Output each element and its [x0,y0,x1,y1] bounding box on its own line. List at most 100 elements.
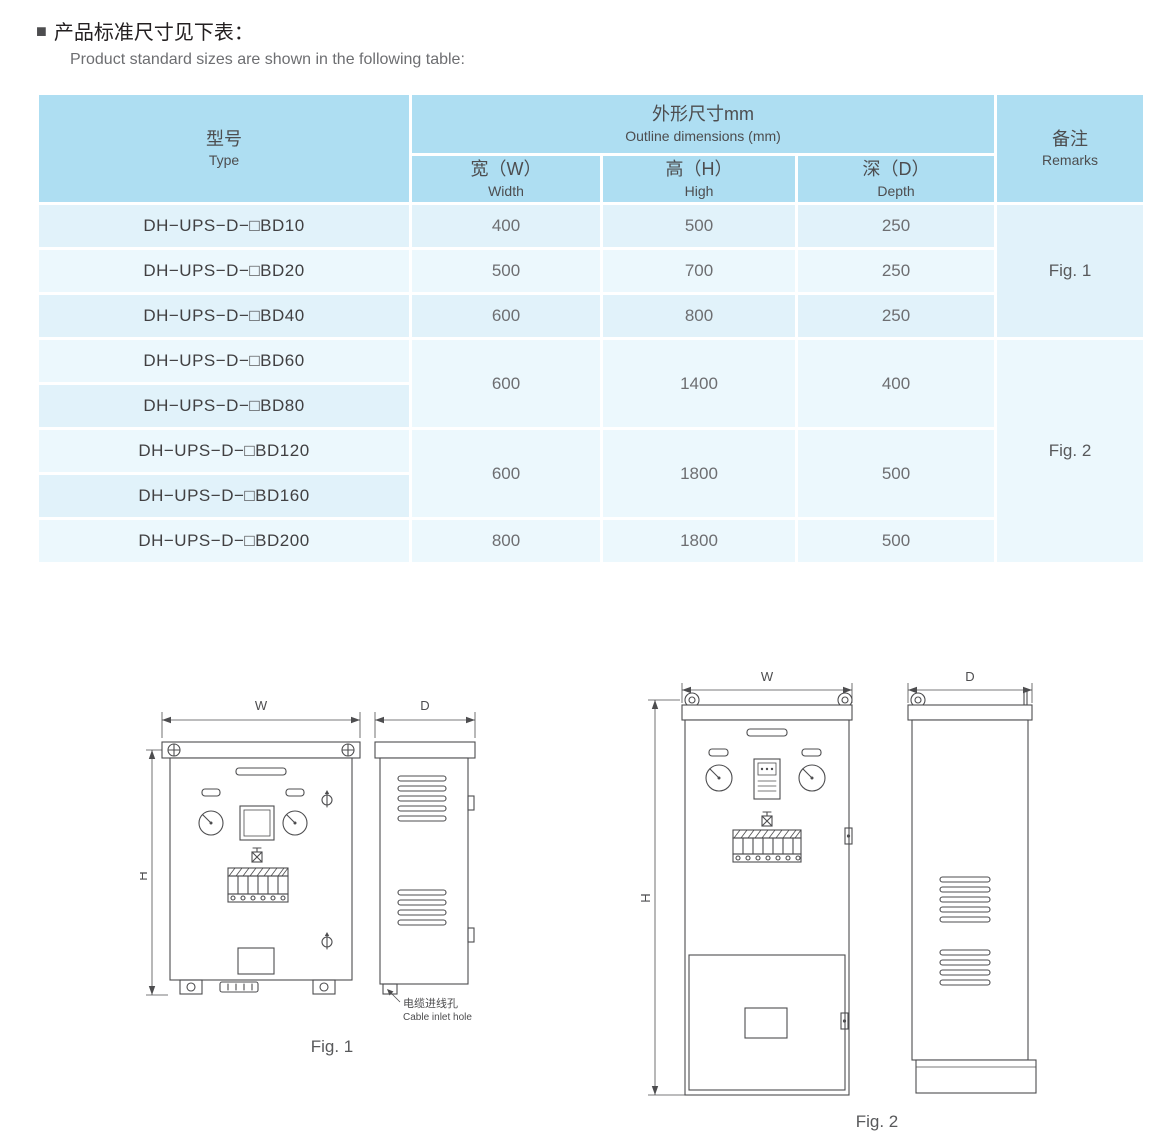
indicator-slot [708,748,729,757]
indicator-slot [285,788,305,797]
louver-vent [397,889,447,926]
high-cell: 1400 [603,340,795,427]
fig2-h-label: H [640,893,653,902]
indicator-slot [201,788,221,797]
title-block: ■ 产品标准尺寸见下表： Product standard sizes are … [36,16,465,69]
top-flange [374,741,476,759]
table-row: DH−UPS−D−□BD80 [39,385,1143,427]
outline-header-en: Outline dimensions (mm) [625,127,781,144]
figure-2: W H [638,655,1050,1145]
gauge-icon [198,810,224,836]
table-row: DH−UPS−D−□BD40 600 800 250 [39,295,1143,337]
width-header-en: Width [488,182,524,199]
high-header-cn: 高（H） [665,159,733,179]
depth-cell: 400 [798,340,995,427]
fig1-front-view [161,741,361,995]
table-row: DH−UPS−D−□BD10 400 500 250 Fig. 1 [39,205,1144,337]
model-cell: DH−UPS−D−□BD160 [39,475,409,517]
fig1-h-dimension [146,749,168,996]
hinge [467,927,475,943]
mounting-foot [179,979,203,995]
high-cell: 500 [603,205,795,247]
louver-vent [939,876,991,923]
type-header-cn: 型号 [206,128,242,149]
width-cell: 600 [412,295,600,337]
width-cell: 400 [412,205,600,247]
fig2-caption: Fig. 2 [856,1112,899,1131]
indicator-slot [801,748,822,757]
model-cell: DH−UPS−D−□BD40 [39,295,409,337]
fig1-h-label: H [140,871,150,880]
col-header-width: 宽（W） Width [412,156,600,202]
col-header-remarks: 备注 Remarks [997,95,1144,202]
base-plinth [915,1059,1037,1094]
display-panel [753,758,781,800]
latch-icon [321,932,333,950]
fig1-d-label: D [420,698,429,713]
table-row: DH−UPS−D−□BD60 600 1400 400 Fig. 2 [39,340,1144,562]
width-cell: 600 [412,340,600,427]
depth-header-cn: 深（D） [862,159,930,179]
latch-icon [321,790,333,808]
model-cell: DH−UPS−D−□BD200 [39,520,409,562]
remarks-cell-fig2: Fig. 2 [997,340,1144,562]
latch-icon [844,827,853,845]
buzzer-icon [761,811,773,827]
model-cell: DH−UPS−D−□BD60 [39,340,409,382]
high-cell: 1800 [603,430,795,517]
cabinet-side-body [379,757,469,985]
high-header-en: High [684,182,714,199]
table-row: DH−UPS−D−□BD120 600 1800 500 [39,430,1143,517]
hinge [467,795,475,811]
page-title-en: Product standard sizes are shown in the … [70,51,465,68]
table-row: DH−UPS−D−□BD200 800 1800 500 [39,520,1143,562]
col-header-depth: 深（D） Depth [798,156,995,202]
fig2-h-dimension [648,699,685,1096]
fig1-w-label: W [255,698,268,713]
size-spec-table: 型号 Type 外形尺寸mm Outline dimensions (mm) 备… [36,92,1146,565]
louver-vent [939,949,991,986]
outline-header-cn: 外形尺寸mm [652,104,755,124]
mounting-foot [312,979,336,995]
mounting-flange [161,741,361,759]
bottom-grille [219,981,259,993]
high-cell: 700 [603,250,795,292]
table-row: DH−UPS−D−□BD20 500 700 250 [39,250,1143,292]
cable-inlet-callout: 电缆进线孔 Cable inlet hole [387,989,472,1023]
width-header-cn: 宽（W） [470,159,542,179]
fig1-caption: Fig. 1 [311,1037,354,1056]
high-cell: 1800 [603,520,795,562]
vent-slot [746,728,788,737]
fig2-front-view [681,692,853,1096]
top-cap [681,704,853,721]
nameplate [744,1007,788,1039]
vent-slot [235,767,287,776]
depth-cell: 250 [798,295,995,337]
depth-cell: 500 [798,430,995,517]
cable-inlet-label-en: Cable inlet hole [403,1012,472,1023]
fig2-w-label: W [761,669,774,684]
fig2-side-view [907,690,1037,1094]
fig1-side-view [374,741,476,995]
col-header-type: 型号 Type [39,95,409,202]
cabinet-side-body [911,719,1029,1061]
model-cell: DH−UPS−D−□BD20 [39,250,409,292]
model-cell: DH−UPS−D−□BD120 [39,430,409,472]
fig2-w-dimension [681,683,853,703]
display-panel [239,805,275,841]
screw-icon [341,743,355,757]
type-header-en: Type [208,152,240,168]
screw-icon [167,743,181,757]
table-row: DH−UPS−D−□BD160 [39,475,1143,517]
louver-vent [397,775,447,822]
gauge-icon [798,764,826,792]
width-cell: 800 [412,520,600,562]
fig2-drawing: W H [638,669,1037,1131]
fig1-w-dimension [161,712,361,738]
gauge-icon [282,810,308,836]
col-header-outline: 外形尺寸mm Outline dimensions (mm) [412,95,995,153]
depth-cell: 250 [798,205,995,247]
terminal-block [732,829,802,863]
model-cell: DH−UPS−D−□BD10 [39,205,409,247]
